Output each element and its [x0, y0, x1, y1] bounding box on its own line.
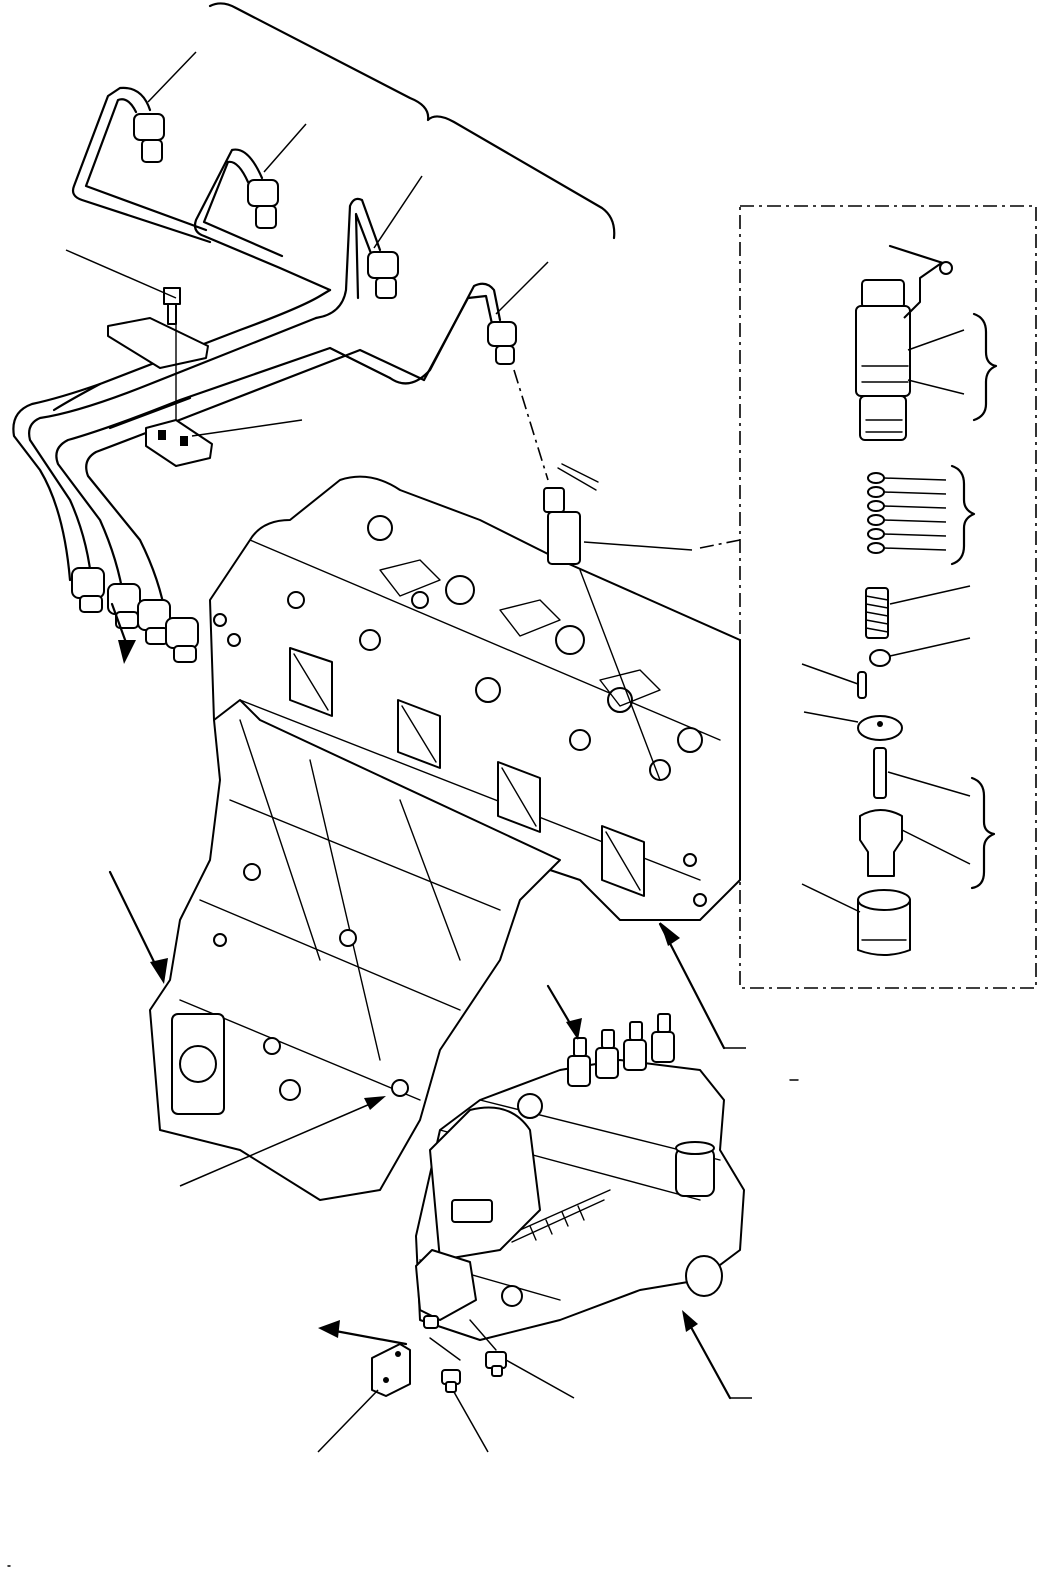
pipe-nuts-bottom	[71, 567, 199, 663]
cylinder-head	[209, 475, 741, 921]
fuel-injection-pump	[415, 1013, 745, 1341]
injection-pipes	[12, 86, 502, 620]
pump-leaders	[318, 984, 752, 1400]
misc-marks	[7, 1079, 799, 1567]
nozzle-detail-box	[739, 205, 1037, 989]
leaders-top	[65, 51, 549, 437]
pipe-clamp	[107, 287, 213, 467]
block-arrows	[108, 870, 746, 1187]
engine-block	[149, 699, 561, 1201]
pipe-set-brace	[208, 2, 616, 240]
pump-bracket-bolts	[317, 1319, 575, 1453]
direction-arrow-pipes	[110, 602, 136, 664]
pipe-nuts-top	[133, 113, 517, 365]
nozzle-holder-installed	[513, 369, 741, 781]
